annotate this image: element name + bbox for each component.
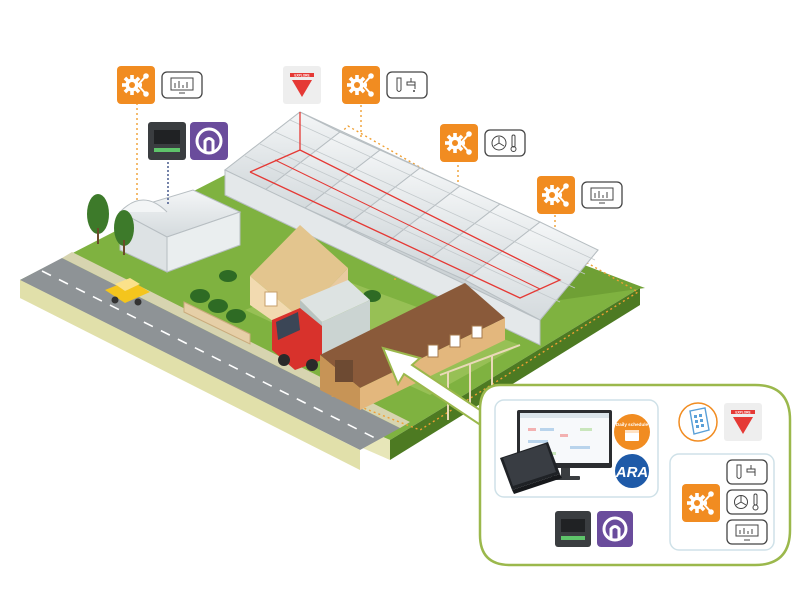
monitor-chart-icon [581,181,623,209]
gateway-device-icon [555,511,591,547]
small-greenhouse [118,189,242,273]
fan-thermometer-icon [484,129,526,157]
yellow-car [105,278,150,306]
trees [87,194,134,255]
explore-brand-text: EXPLORE [294,73,309,77]
ara-label: ARA [615,464,649,481]
valve-tap-icon [386,71,428,99]
tablet-app-icon [678,402,718,442]
monitor-chart-icon [726,519,768,545]
controller-group [669,453,775,551]
controller-icon [342,66,380,104]
explore-brand-icon: EXPLORE [283,66,321,104]
garden-wall [183,301,251,345]
warehouse [320,283,505,410]
controller-icon [117,66,155,104]
cloud-gateway-icon [597,511,633,547]
monitor-chart-icon [161,71,203,99]
daily-schedule-label: Daily schedule [616,422,649,427]
explore-brand-icon: EXPLORE [724,403,762,441]
ara-badge: ARA [615,454,649,488]
controller-icon [440,124,478,162]
cloud-gateway-icon [190,122,228,160]
laptop-icon [500,442,562,494]
software-panel: Daily schedule ARA [494,399,659,498]
controller-icon [682,484,720,522]
controller-icon [537,176,575,214]
gateway-device-icon [148,122,186,160]
delivery-truck [272,280,370,371]
valve-tap-icon [726,459,768,485]
daily-schedule-badge: Daily schedule [614,414,650,450]
explore-brand-text: EXPLORE [735,410,750,414]
fan-thermometer-icon [726,489,768,515]
system-overview-panel: Daily schedule ARA [478,383,792,567]
